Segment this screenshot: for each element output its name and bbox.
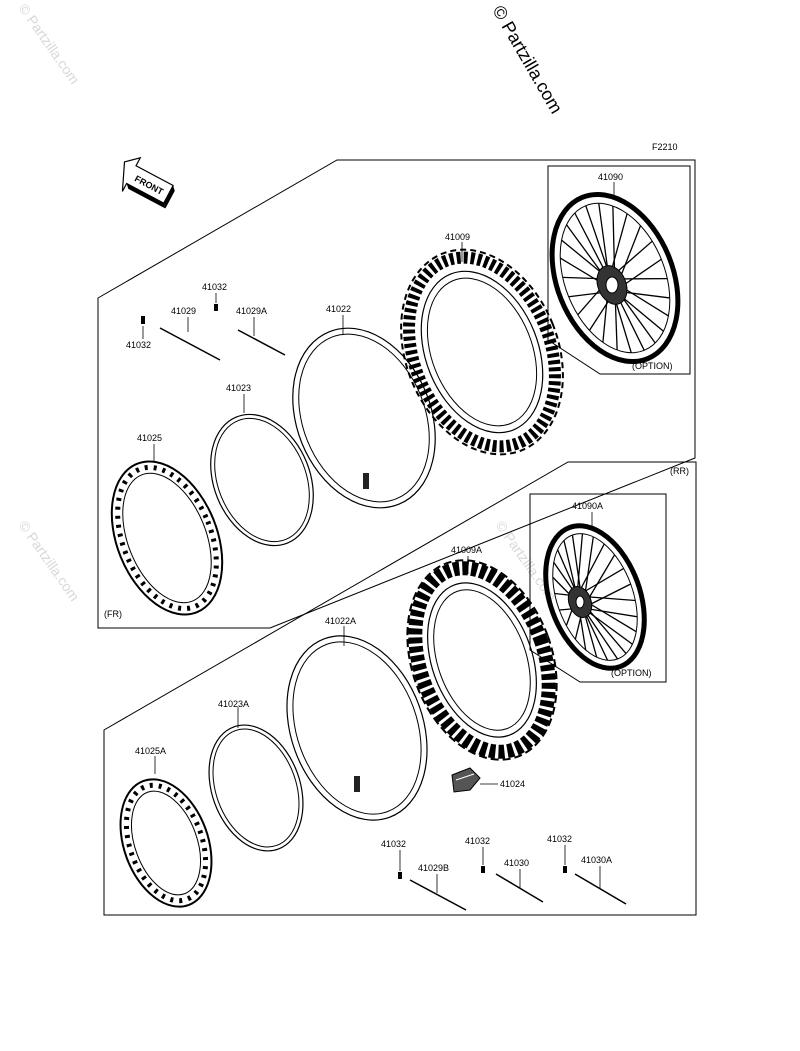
rear-nipple-2-label: 41032: [465, 836, 490, 846]
front-option-label: (OPTION): [632, 361, 673, 371]
front-rim: [91, 445, 244, 631]
rear-tube-label: 41022A: [325, 616, 356, 626]
watermark-mid-left: © Partzilla.com: [16, 518, 83, 604]
front-section-frame: [98, 160, 695, 628]
front-section-tag: (FR): [104, 609, 122, 619]
rear-rim: [104, 767, 228, 920]
front-rim-label: 41025: [137, 433, 162, 443]
front-tube: [267, 307, 461, 530]
wheel-spoke: [583, 608, 632, 644]
rear-nipple-1-label: 41032: [381, 839, 406, 849]
front-rim-band: [192, 399, 332, 561]
rear-spoke-b-label: 41029B: [418, 863, 449, 873]
rim-lock-label: 41024: [500, 779, 525, 789]
rear-tire-label: 41009A: [451, 545, 482, 555]
front-wheel-label: 41090: [598, 172, 623, 182]
front-rim-band-label: 41023: [226, 383, 251, 393]
front-nipple-top-label: 41032: [202, 282, 227, 292]
rear-spoke-c-label: 41030: [504, 858, 529, 868]
watermark-main: © Partzilla.com: [489, 2, 567, 117]
rear-rim-band: [192, 712, 319, 864]
front-spoke-a-label: 41029A: [236, 306, 267, 316]
rear-spoke-c-a-label: 41030A: [581, 855, 612, 865]
front-tube-label: 41022: [326, 304, 351, 314]
rear-section-tag: (RR): [670, 466, 689, 476]
rear-wheel-label: 41090A: [572, 501, 603, 511]
rear-rim-label: 41025A: [135, 746, 166, 756]
front-tire: [372, 225, 592, 479]
front-nipple-left-label: 41032: [126, 340, 151, 350]
watermark-top-left: © Partzilla.com: [16, 1, 83, 87]
rear-option-label: (OPTION): [611, 668, 652, 678]
front-arrow-icon: FRONT: [112, 152, 181, 213]
rear-rim-lock: [452, 768, 480, 792]
figure-code: F2210: [652, 142, 678, 152]
rear-nipple-3-label: 41032: [547, 834, 572, 844]
rear-rim-band-label: 41023A: [218, 699, 249, 709]
front-tire-label: 41009: [445, 232, 470, 242]
front-spoke-label: 41029: [171, 306, 196, 316]
